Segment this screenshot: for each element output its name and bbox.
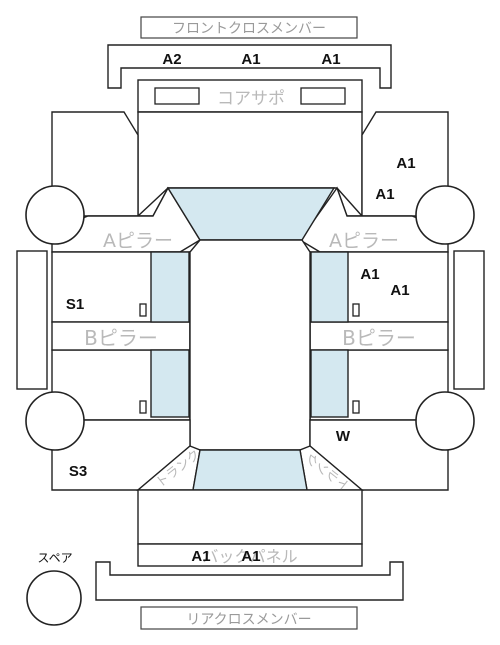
door-handle-front-right bbox=[352, 303, 360, 317]
damage-code-back-2: A1 bbox=[241, 548, 260, 565]
b-pillar-label-right: Bピラー bbox=[342, 326, 416, 350]
damage-code-front-3: A1 bbox=[321, 51, 340, 68]
side-window-front-left bbox=[150, 251, 190, 323]
damage-code-back-1: A1 bbox=[191, 548, 210, 565]
b-pillar-strip-left bbox=[51, 321, 191, 351]
core-support-label: コアサポ bbox=[217, 89, 285, 109]
back-panel bbox=[137, 543, 363, 567]
wheel-front-right bbox=[415, 185, 475, 245]
spare-label: スペア bbox=[37, 551, 72, 565]
rear-window bbox=[192, 449, 308, 491]
side-window-rear-left bbox=[150, 349, 190, 418]
damage-code-door-front-right-1: A1 bbox=[360, 266, 379, 283]
damage-code-front-2: A1 bbox=[241, 51, 260, 68]
door-handle-rear-right bbox=[352, 400, 360, 414]
a-pillar-label-left: Aピラー bbox=[103, 230, 173, 252]
front-bumper-bracket bbox=[107, 44, 392, 89]
damage-code-door-front-left: S1 bbox=[66, 296, 84, 313]
damage-code-rear-left: S3 bbox=[69, 463, 87, 480]
b-pillar-strip-right bbox=[309, 321, 449, 351]
trunk-lid bbox=[137, 489, 363, 545]
rear-bumper-bracket bbox=[95, 561, 404, 601]
wheel-rear-right bbox=[415, 391, 475, 451]
wheel-front-left bbox=[25, 185, 85, 245]
core-support-right-slot bbox=[300, 87, 346, 105]
front-cross-member-box bbox=[140, 16, 358, 39]
side-mirror-right bbox=[453, 250, 485, 390]
core-support-left-slot bbox=[154, 87, 200, 105]
back-panel-label: バックパネル bbox=[202, 547, 297, 566]
wheel-rear-left bbox=[25, 391, 85, 451]
damage-code-front-1: A2 bbox=[162, 51, 181, 68]
cabin-outline bbox=[189, 239, 311, 451]
front-cross-member-label: フロントクロスメンバー bbox=[172, 21, 326, 37]
side-window-front-right bbox=[310, 251, 349, 323]
rear-cross-member-label: リアクロスメンバー bbox=[186, 612, 311, 628]
damage-code-fender-right-2: A1 bbox=[375, 186, 394, 203]
damage-code-door-front-right-2: A1 bbox=[390, 282, 409, 299]
b-pillar-label-left: Bピラー bbox=[84, 326, 158, 350]
rear-cross-member-box bbox=[140, 606, 358, 630]
side-mirror-left bbox=[16, 250, 48, 390]
spare-tire bbox=[26, 570, 82, 626]
side-window-rear-right bbox=[310, 349, 349, 418]
door-handle-rear-left bbox=[139, 400, 147, 414]
damage-code-rear-right: W bbox=[336, 428, 351, 445]
a-pillar-label-right: Aピラー bbox=[329, 230, 399, 252]
damage-code-fender-right-1: A1 bbox=[396, 155, 415, 172]
door-handle-front-left bbox=[139, 303, 147, 317]
